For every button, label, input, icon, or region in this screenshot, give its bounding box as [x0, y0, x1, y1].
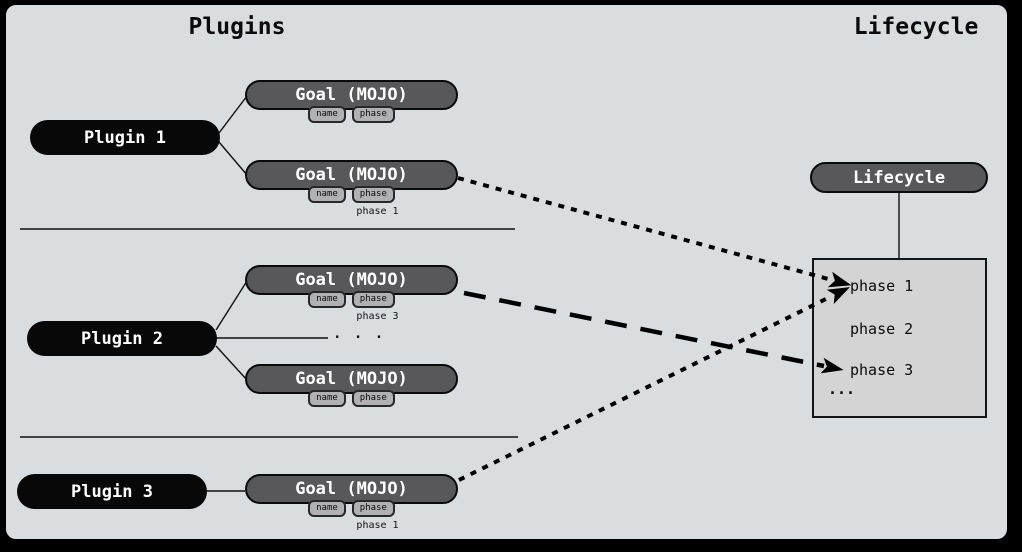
- goal-badges: name phase: [245, 291, 458, 308]
- goal-pill: Goal (MOJO): [245, 80, 458, 110]
- phase-badge: phase: [351, 186, 395, 203]
- goal-badges: name phase: [245, 500, 458, 517]
- goal-badges: name phase: [245, 106, 458, 123]
- goal-node-plugin1-a: Goal (MOJO) name phase: [245, 80, 458, 150]
- plugin-1-node: Plugin 1: [30, 120, 220, 155]
- name-badge: name: [308, 186, 346, 203]
- phase-note: phase 1: [356, 206, 399, 217]
- plugin-3-node: Plugin 3: [17, 474, 207, 509]
- phase-3-label: phase 3: [850, 361, 914, 379]
- plugin2-more-goals-ellipsis: . . .: [333, 326, 386, 342]
- goal-node-plugin2-a: Goal (MOJO) name phase phase 3: [245, 265, 458, 335]
- phase-badge: phase: [351, 106, 395, 123]
- phase-2-label: phase 2: [850, 320, 914, 338]
- goal-badges: name phase: [245, 186, 458, 203]
- name-badge: name: [308, 390, 346, 407]
- goal-pill: Goal (MOJO): [245, 160, 458, 190]
- lifecycle-node: Lifecycle: [810, 162, 988, 193]
- lifecycle-phases-box: phase 1 phase 2 phase 3 ...: [812, 258, 987, 418]
- goal-node-plugin2-b: Goal (MOJO) name phase: [245, 364, 458, 434]
- more-phases-ellipsis: ...: [828, 380, 856, 398]
- lifecycle-section-title: Lifecycle: [853, 14, 979, 40]
- phase-1-label: phase 1: [850, 277, 914, 295]
- name-badge: name: [308, 106, 346, 123]
- plugin-2-node: Plugin 2: [27, 321, 217, 356]
- phase-note: phase 3: [356, 311, 399, 322]
- goal-node-plugin1-b: Goal (MOJO) name phase phase 1: [245, 160, 458, 230]
- phase-note: phase 1: [356, 520, 399, 531]
- phase-badge: phase: [351, 390, 395, 407]
- goal-badges: name phase: [245, 390, 458, 407]
- goal-pill: Goal (MOJO): [245, 474, 458, 504]
- goal-pill: Goal (MOJO): [245, 265, 458, 295]
- name-badge: name: [308, 500, 346, 517]
- phase-badge: phase: [351, 500, 395, 517]
- goal-node-plugin3-a: Goal (MOJO) name phase phase 1: [245, 474, 458, 544]
- goal-pill: Goal (MOJO): [245, 364, 458, 394]
- phase-badge: phase: [351, 291, 395, 308]
- name-badge: name: [308, 291, 346, 308]
- plugins-section-title: Plugins: [188, 14, 286, 40]
